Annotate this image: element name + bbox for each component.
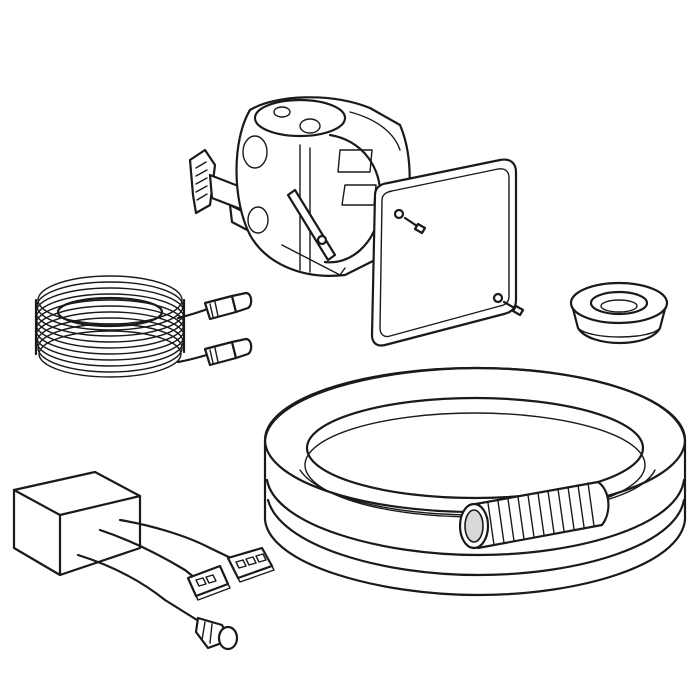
cover-plate	[370, 158, 525, 347]
power-supply-unit	[12, 470, 275, 651]
corrugated-conduit-coil	[263, 366, 687, 597]
rubber-grommet	[569, 281, 669, 344]
coiled-cable-with-plugs	[34, 275, 253, 378]
